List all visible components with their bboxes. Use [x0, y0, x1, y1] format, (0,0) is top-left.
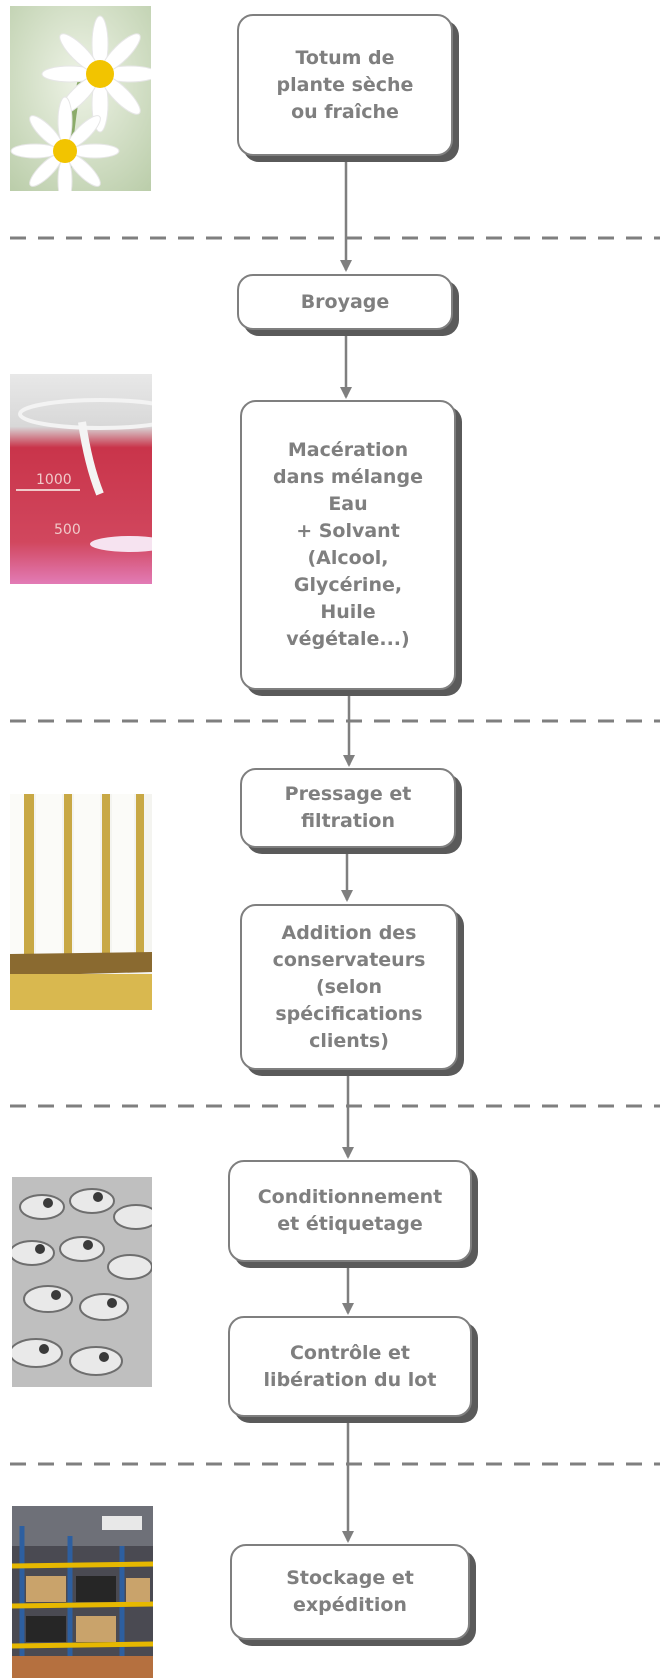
step-box-stockage: Stockage et expédition: [230, 1544, 470, 1640]
step-label-line: plante sèche: [276, 73, 414, 96]
step-label-line: végétale...): [286, 628, 410, 650]
daisy-photo: [10, 6, 151, 191]
step-box-addition: Addition des conservateurs (selon spécifica…: [240, 904, 458, 1070]
step-label-line: Conditionnement: [257, 1186, 443, 1208]
step-label-line: (Alcool,: [307, 547, 389, 569]
svg-text:500: 500: [54, 522, 81, 538]
step-label-line: Contrôle et: [289, 1341, 410, 1364]
step-box-controle: Contrôle et libération du lot: [228, 1316, 472, 1417]
step-label-line: Addition des: [281, 921, 417, 944]
step-label-line: expédition: [293, 1594, 407, 1616]
step-label-line: dans mélange: [273, 466, 423, 488]
step-label-line: (selon: [316, 975, 382, 998]
step-label-line: Pressage et: [284, 783, 412, 805]
step-label-line: Eau: [328, 493, 368, 515]
step-label-line: libération du lot: [263, 1368, 437, 1391]
step-label-line: Stockage et: [286, 1567, 414, 1589]
filter-plates-photo: [10, 794, 152, 1010]
warehouse-photo: [12, 1506, 153, 1678]
step-label-line: Totum de: [295, 46, 395, 69]
step-box-totum: Totum de plante sèche ou fraîche: [237, 14, 453, 156]
svg-text:1000: 1000: [36, 472, 72, 488]
step-box-broyage: Broyage: [237, 274, 453, 330]
step-label-line: conservateurs: [272, 948, 426, 971]
step-label-line: Macération: [287, 439, 409, 461]
step-box-conditionnement: Conditionnement et étiquetage: [228, 1160, 472, 1262]
step-label-line: filtration: [300, 810, 396, 832]
step-label-line: Broyage: [300, 290, 390, 313]
step-box-pressage: Pressage et filtration: [240, 768, 456, 848]
step-label-line: spécifications: [275, 1002, 423, 1025]
step-label-line: et étiquetage: [277, 1213, 423, 1235]
step-label-line: clients): [309, 1029, 389, 1052]
step-label-line: Glycérine,: [293, 574, 403, 596]
step-label-line: + Solvant: [296, 520, 400, 542]
beaker-photo: 1000 500: [10, 374, 152, 584]
step-label-line: ou fraîche: [291, 100, 399, 123]
bottles-photo: [12, 1177, 152, 1387]
step-label-line: Huile: [320, 601, 376, 623]
